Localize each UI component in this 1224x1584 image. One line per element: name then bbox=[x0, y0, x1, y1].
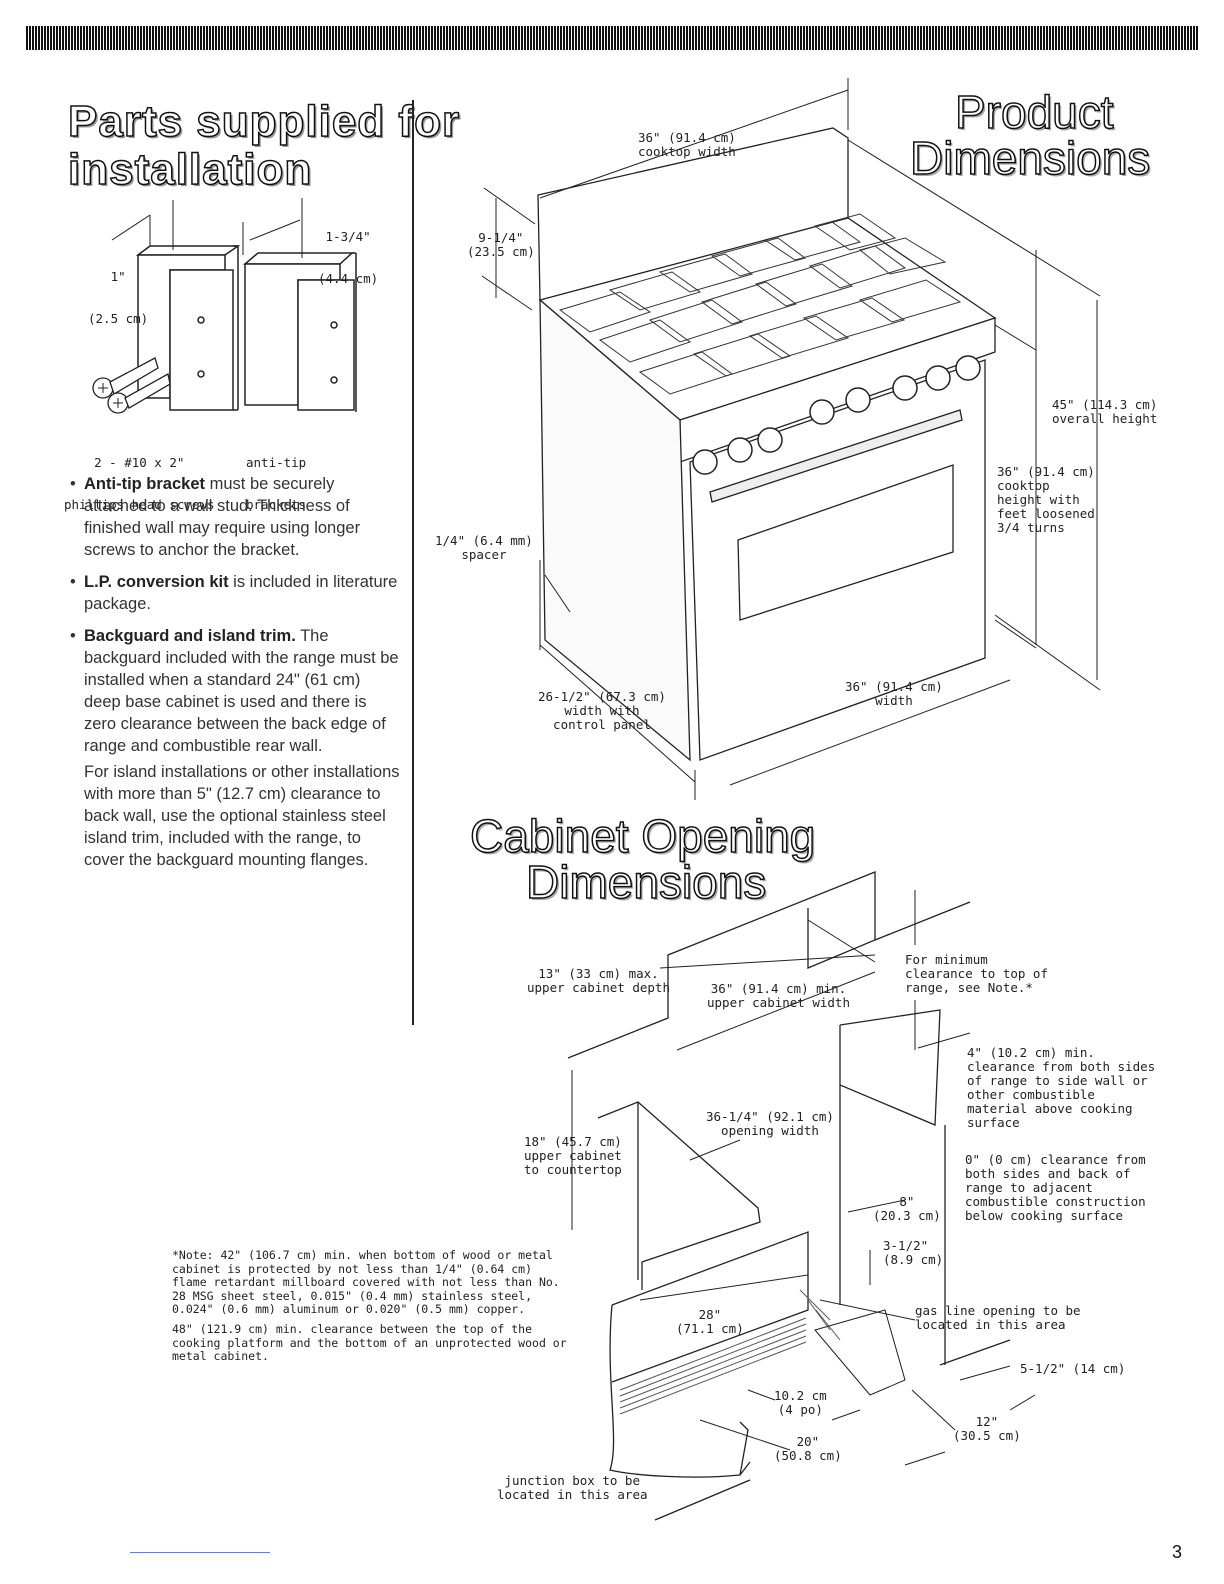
dim-12-label: 12" (30.5 cm) bbox=[953, 1414, 1021, 1443]
item-text: must be securely attached to a wall stud… bbox=[84, 475, 361, 559]
product-title-line2: Dimensions bbox=[909, 132, 1151, 184]
cabinet-title-line1: Cabinet Opening bbox=[469, 810, 816, 862]
note-1: *Note: 42" (106.7 cm) min. when bottom o… bbox=[172, 1248, 560, 1317]
dim-134-label: 1-3/4" (4.4 cm) bbox=[318, 202, 378, 300]
cooktop-height-label: 36" (91.4 cm) cooktop height with feet l… bbox=[997, 464, 1095, 535]
column-divider bbox=[412, 100, 414, 1025]
cabinet-note: *Note: 42" (106.7 cm) min. when bottom o… bbox=[172, 1248, 572, 1364]
parts-list: Anti-tip bracket must be securely attach… bbox=[70, 473, 400, 871]
dim-512-label: 5-1/2" (14 cm) bbox=[1020, 1361, 1126, 1376]
depth-label: 26-1/2" (67.3 cm) width with control pan… bbox=[538, 689, 666, 732]
dim-20-label: 20" (50.8 cm) bbox=[774, 1434, 842, 1463]
header-band bbox=[26, 26, 1198, 50]
list-item: Anti-tip bracket must be securely attach… bbox=[70, 473, 400, 561]
dim-312-label: 3-1/2" (8.9 cm) bbox=[883, 1238, 944, 1267]
dim-134: 1-3/4" bbox=[325, 229, 371, 244]
parts-title: Parts supplied for installation bbox=[67, 97, 461, 195]
cabinet-title-line2: Dimensions bbox=[525, 856, 767, 908]
opening-width-label: 36-1/4" (92.1 cm) opening width bbox=[706, 1109, 834, 1138]
list-item: L.P. conversion kit is included in liter… bbox=[70, 571, 400, 615]
junction-box-label: junction box to be located in this area bbox=[497, 1473, 648, 1502]
list-item: Backguard and island trim. The backguard… bbox=[70, 625, 400, 757]
dim-1in-cm: (2.5 cm) bbox=[88, 311, 149, 326]
backguard-height-label: 9-1/4" (23.5 cm) bbox=[467, 230, 535, 259]
island-paragraph: For island installations or other instal… bbox=[84, 763, 400, 869]
item-bold: Backguard and island trim. bbox=[84, 627, 296, 645]
item-bold: Anti-tip bracket bbox=[84, 475, 206, 493]
min-clearance-label: For minimum clearance to top of range, s… bbox=[905, 952, 1048, 995]
screws-line1: 2 - #10 x 2" bbox=[94, 455, 185, 470]
zero-clearance-label: 0" (0 cm) clearance from both sides and … bbox=[965, 1152, 1146, 1223]
brackets-line1: anti-tip bbox=[246, 455, 307, 470]
upper-width-label: 36" (91.4 cm) min. upper cabinet width bbox=[707, 981, 850, 1010]
dim-1in: 1" bbox=[110, 269, 126, 284]
upper-depth-label: 13" (33 cm) max. upper cabinet depth bbox=[527, 966, 670, 995]
product-title-line1: Product bbox=[954, 86, 1114, 138]
page-number: 3 bbox=[1172, 1542, 1183, 1562]
cooktop-width-label: 36" (91.4 cm) cooktop width bbox=[638, 130, 736, 159]
parts-title-line2: installation bbox=[67, 145, 313, 195]
upper-to-counter-label: 18" (45.7 cm) upper cabinet to counterto… bbox=[524, 1134, 622, 1177]
side-clearance-label: 4" (10.2 cm) min. clearance from both si… bbox=[967, 1045, 1156, 1130]
item-bold: L.P. conversion kit bbox=[84, 573, 229, 591]
dim-8-label: 8" (20.3 cm) bbox=[873, 1194, 941, 1223]
width-label: 36" (91.4 cm) width bbox=[845, 679, 943, 708]
item-text: The backguard included with the range mu… bbox=[84, 627, 399, 755]
dim-134-cm: (4.4 cm) bbox=[318, 271, 379, 286]
overall-height-label: 45" (114.3 cm) overall height bbox=[1052, 397, 1158, 426]
item-text: is included in literature package. bbox=[84, 573, 398, 613]
footer-rule bbox=[130, 1552, 270, 1553]
dim-28-label: 28" (71.1 cm) bbox=[676, 1307, 744, 1336]
parts-title-line1: Parts supplied for bbox=[67, 97, 461, 147]
dim-1in-label: 1" (2.5 cm) bbox=[88, 242, 148, 340]
note-2: 48" (121.9 cm) min. clearance between th… bbox=[172, 1321, 567, 1364]
gas-line-label: gas line opening to be located in this a… bbox=[915, 1303, 1081, 1332]
spacer-label: 1/4" (6.4 mm) spacer bbox=[435, 533, 533, 562]
dim-102-label: 10.2 cm (4 po) bbox=[774, 1388, 827, 1417]
